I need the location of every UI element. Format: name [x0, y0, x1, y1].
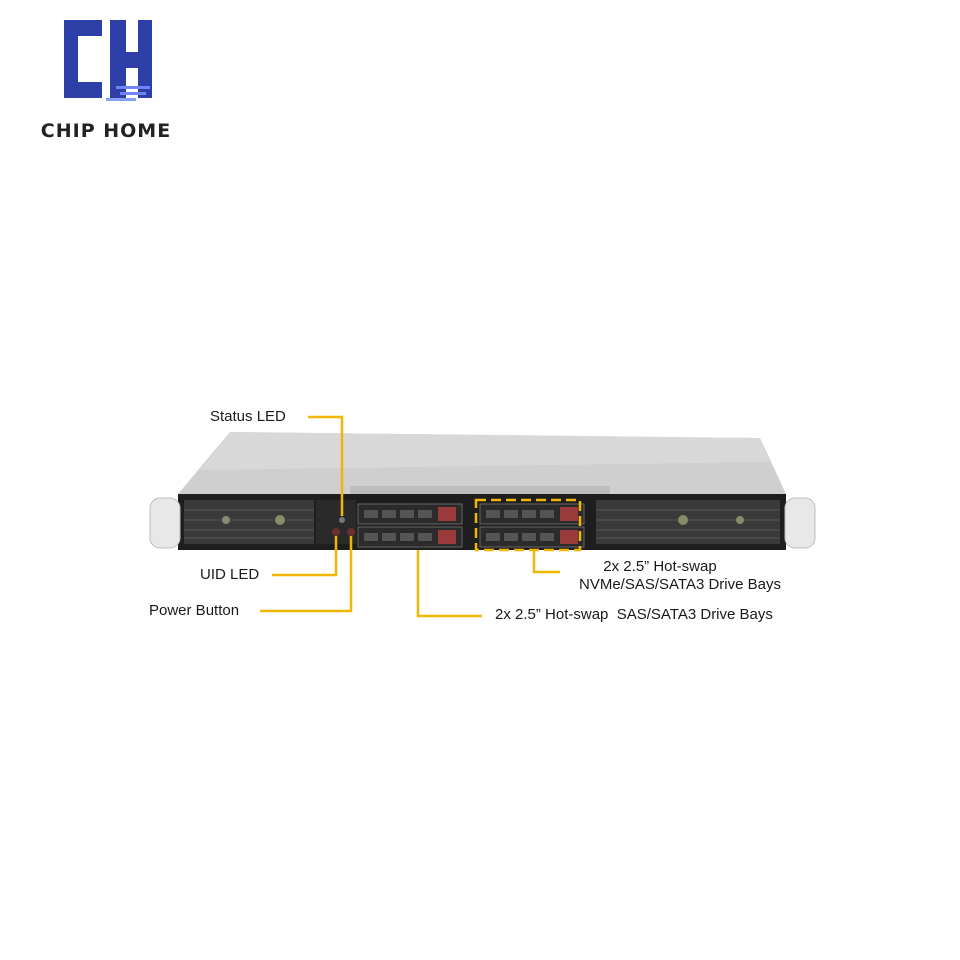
- right-rack-handle: [784, 497, 816, 549]
- status-led-label: Status LED: [210, 408, 286, 425]
- right-screw: [736, 516, 744, 524]
- left-rack-handle: [149, 497, 181, 549]
- nvme-bays-label-line1: 2x 2.5” Hot-swap: [603, 558, 717, 575]
- sas-bays-callout-line: [416, 550, 482, 618]
- status-led-callout-line: [308, 415, 344, 516]
- nvme-bays-highlight: [474, 498, 582, 552]
- power-button-callout-line: [260, 536, 353, 613]
- power-button: [347, 528, 355, 536]
- uid-led-label: UID LED: [200, 566, 260, 583]
- chip-home-logo-mark: [64, 20, 152, 101]
- power-button-label: Power Button: [149, 602, 240, 619]
- sas-bays-label: 2x 2.5” Hot-swap SAS/SATA3 Drive Bays: [495, 606, 773, 623]
- nvme-bays-label-line2: NVMe/SAS/SATA3 Drive Bays: [578, 576, 781, 593]
- nvme-bays-callout-line: [532, 550, 560, 574]
- logo-text: CHIP HOME: [40, 120, 172, 142]
- uid-led-callout-line: [272, 536, 338, 577]
- left-vent-grille: [184, 500, 314, 544]
- right-screw: [678, 515, 688, 525]
- nvme-bays-label: 2x 2.5” Hot-swap NVMe/SAS/SATA3 Drive Ba…: [560, 558, 800, 594]
- right-vent-grille: [596, 500, 780, 544]
- left-screw: [222, 516, 230, 524]
- status-led: [339, 517, 345, 523]
- chip-home-logo: CHIP HOME: [20, 16, 192, 146]
- uid-led: [332, 528, 340, 536]
- left-screw: [275, 515, 285, 525]
